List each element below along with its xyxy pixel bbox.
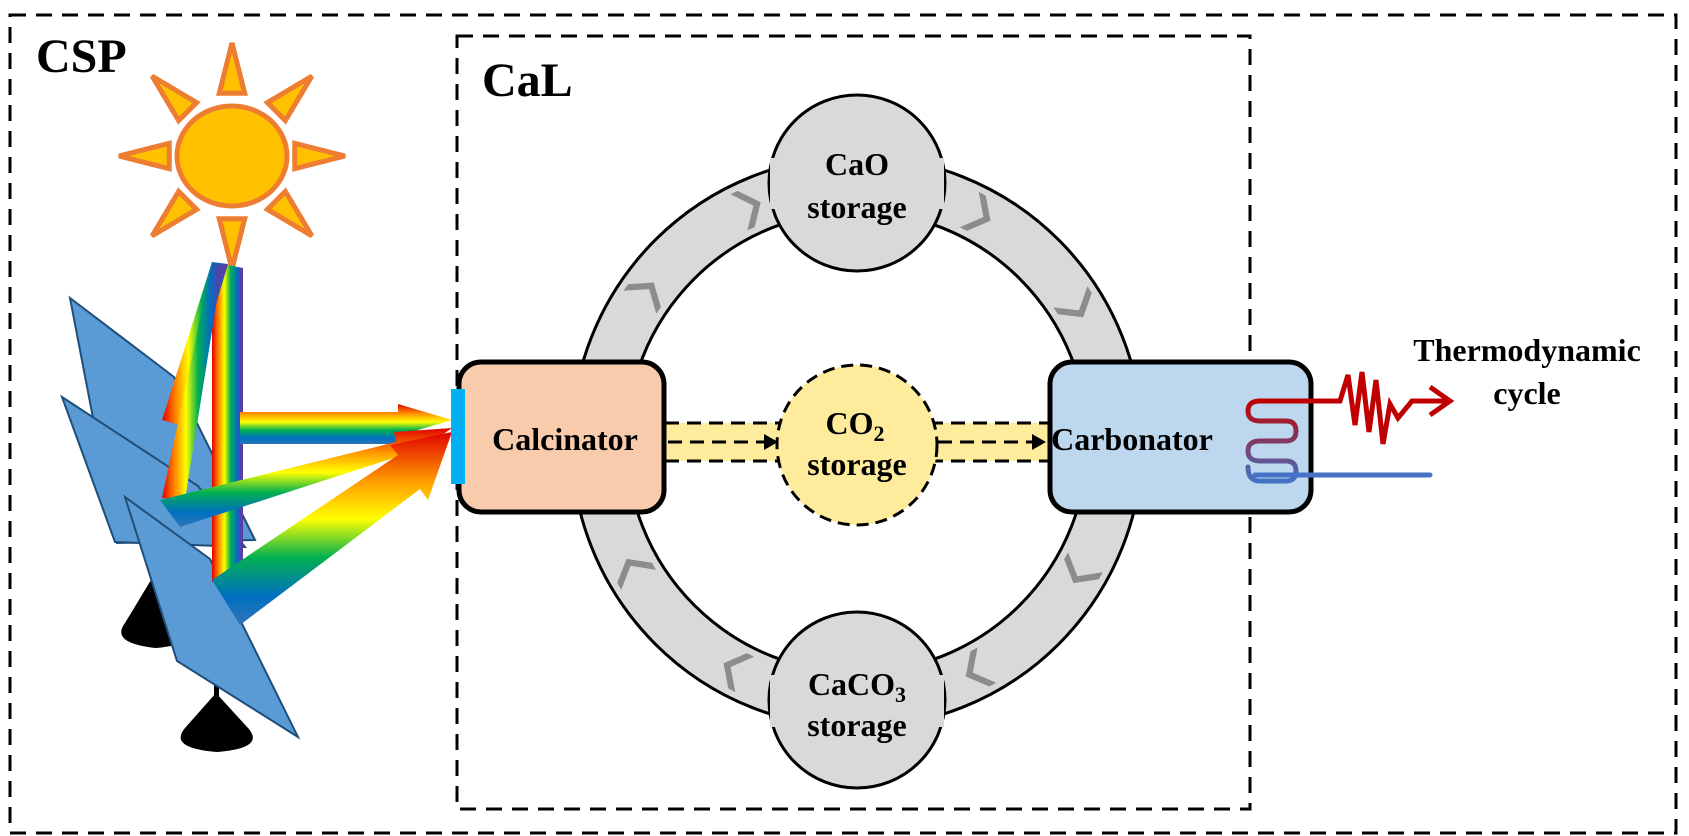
csp-frame [8, 13, 1678, 835]
hot-outlet-line [1333, 371, 1448, 445]
caco3-storage-line2: storage [807, 707, 907, 743]
caco3-storage: CaCO3 storage [767, 610, 947, 790]
calcinator-label: Calcinator [492, 421, 638, 457]
cao-storage: CaO storage [767, 93, 947, 273]
loop-chevron-icon [965, 647, 997, 687]
sun-ray [216, 42, 248, 96]
cao-storage-line2: storage [807, 189, 907, 225]
loop-chevron-icon [1064, 552, 1103, 584]
loop-chevron-icon [1053, 286, 1092, 318]
calcinator: Calcinator [456, 359, 667, 515]
co2-storage-line1: CO [826, 405, 874, 441]
co2-arrow-1 [764, 434, 778, 450]
loop-chevron-icon [617, 558, 656, 590]
heat-exchanger-coil [1245, 398, 1336, 484]
caco3-storage-line1: CaCO [808, 666, 895, 702]
output-label-line1: Thermodynamic [1413, 332, 1641, 368]
solar-receiver [451, 389, 465, 484]
co2-storage-line2: storage [807, 446, 907, 482]
co2-storage: CO2 storage [775, 363, 939, 527]
sun-ray [149, 187, 201, 239]
sun-ray [263, 73, 315, 125]
sun-ray [263, 187, 315, 239]
cao-storage-line1: CaO [825, 146, 889, 182]
svg-text:CaCO3: CaCO3 [808, 666, 906, 707]
sun-body [174, 103, 290, 209]
loop-chevron-icon [623, 282, 661, 314]
loop-direction-arrows [617, 190, 1103, 693]
csp-label: CSP [36, 30, 127, 83]
sun-ray [216, 216, 248, 270]
sun-ray [149, 73, 201, 125]
co2-storage-subscript: 2 [874, 421, 885, 446]
cal-label: CaL [482, 54, 573, 107]
svg-text:CO2: CO2 [826, 405, 885, 446]
loop-chevron-icon [730, 190, 761, 231]
heliostat-mirror-3 [123, 494, 301, 740]
co2-arrow-2 [1032, 434, 1046, 450]
carbonator: Carbonator [1047, 359, 1314, 515]
loop-chevron-icon [723, 653, 755, 693]
caco3-storage-subscript: 3 [895, 682, 906, 707]
sun-ray [292, 140, 346, 172]
output-label-line2: cycle [1493, 375, 1561, 411]
loop-chevron-icon [959, 191, 991, 231]
solar-beams [160, 262, 452, 625]
output-arrow-icon [1428, 384, 1455, 418]
sun-icon [118, 42, 346, 270]
sun-ray [118, 140, 172, 172]
carbonator-label: Carbonator [1051, 421, 1213, 457]
